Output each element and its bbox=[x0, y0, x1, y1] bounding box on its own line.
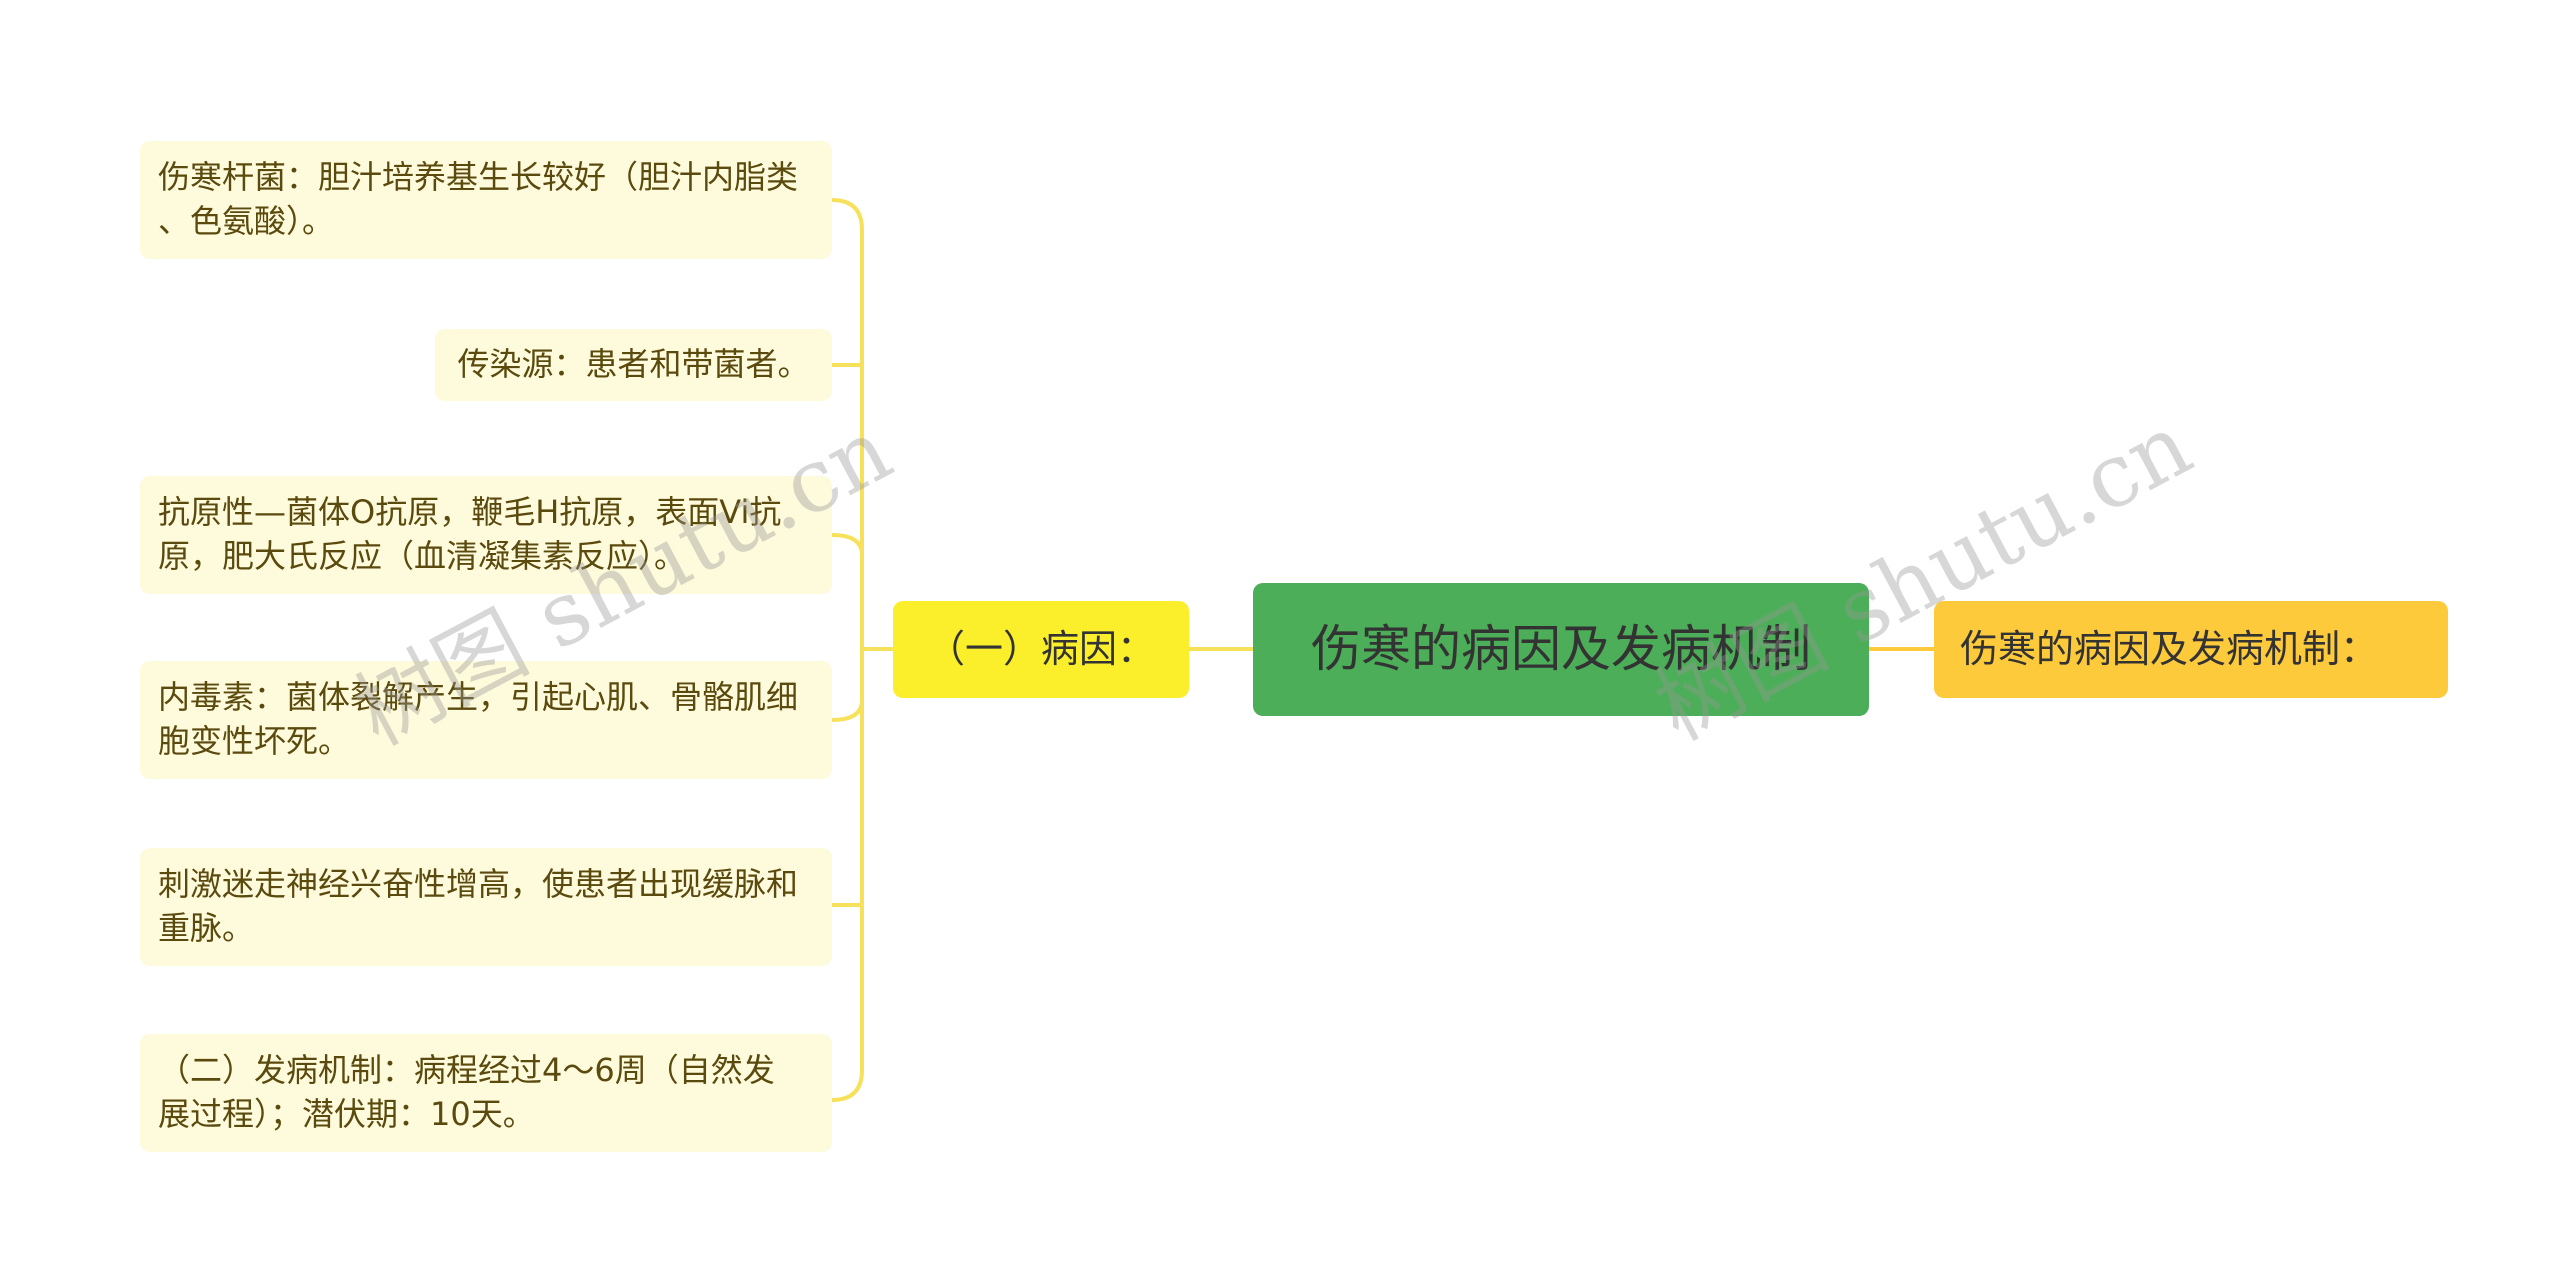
leaf-node-6[interactable]: （二）发病机制：病程经过4～6周（自然发 展过程）；潜伏期：10天。 bbox=[140, 1034, 832, 1152]
root-title: 伤寒的病因及发病机制 bbox=[1311, 620, 1811, 678]
leaf-node-4[interactable]: 内毒素：菌体裂解产生，引起心肌、骨骼肌细 胞变性坏死。 bbox=[140, 661, 832, 779]
bracket-vertical bbox=[831, 198, 864, 1102]
branch-node-cause[interactable]: （一）病因： bbox=[893, 601, 1189, 698]
root-node[interactable]: 伤寒的病因及发病机制 bbox=[1253, 583, 1869, 716]
leaf-text-6: （二）发病机制：病程经过4～6周（自然发 展过程）；潜伏期：10天。 bbox=[158, 1051, 775, 1133]
leaf-text-1: 伤寒杆菌：胆汁培养基生长较好（胆汁内脂类 、色氨酸）。 bbox=[158, 158, 799, 240]
leaf-connector-3 bbox=[831, 533, 864, 556]
leaf-node-3[interactable]: 抗原性—菌体O抗原，鞭毛H抗原，表面Vi抗 原，肥大氏反应（血清凝集素反应）。 bbox=[140, 476, 832, 594]
leaf-text-2: 传染源：患者和带菌者。 bbox=[457, 345, 810, 383]
leaf-text-3: 抗原性—菌体O抗原，鞭毛H抗原，表面Vi抗 原，肥大氏反应（血清凝集素反应）。 bbox=[158, 493, 782, 575]
leaf-node-2[interactable]: 传染源：患者和带菌者。 bbox=[435, 329, 832, 401]
leaf-node-1[interactable]: 伤寒杆菌：胆汁培养基生长较好（胆汁内脂类 、色氨酸）。 bbox=[140, 141, 832, 259]
leaf-text-4: 内毒素：菌体裂解产生，引起心肌、骨骼肌细 胞变性坏死。 bbox=[158, 678, 799, 760]
leaf-connector-4 bbox=[831, 699, 864, 722]
summary-label: 伤寒的病因及发病机制： bbox=[1960, 627, 2379, 671]
leaf-text-5: 刺激迷走神经兴奋性增高，使患者出现缓脉和 重脉。 bbox=[158, 865, 799, 947]
leaf-node-5[interactable]: 刺激迷走神经兴奋性增高，使患者出现缓脉和 重脉。 bbox=[140, 848, 832, 966]
branch-label: （一）病因： bbox=[926, 627, 1155, 671]
summary-node[interactable]: 伤寒的病因及发病机制： bbox=[1934, 601, 2448, 698]
